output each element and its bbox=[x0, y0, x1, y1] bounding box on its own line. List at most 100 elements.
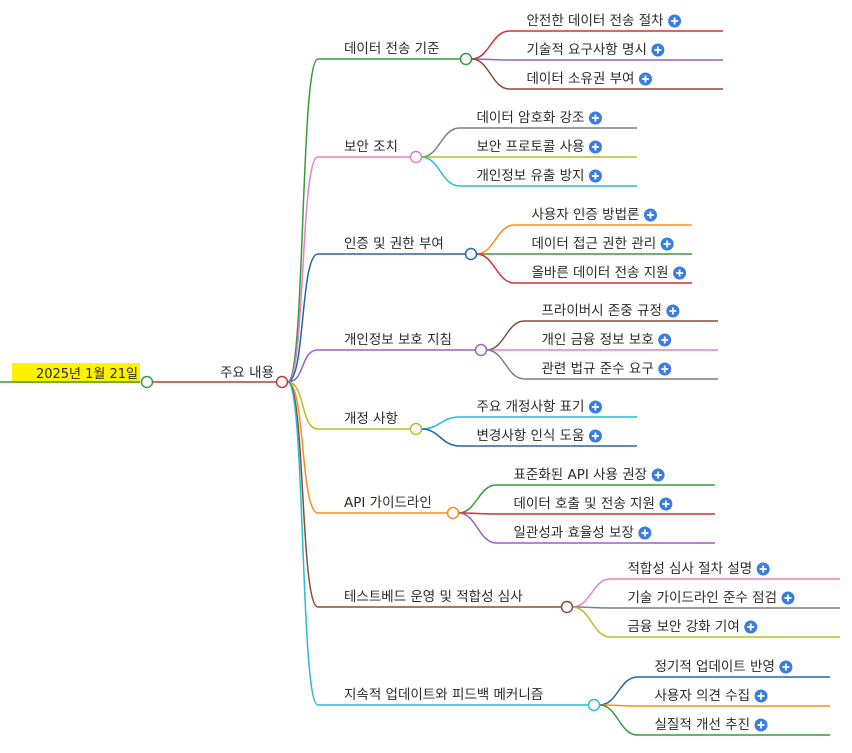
center-collapse-toggle[interactable] bbox=[275, 375, 289, 389]
expand-plus-icon[interactable] bbox=[643, 208, 657, 222]
expand-plus-icon[interactable] bbox=[781, 591, 795, 605]
expand-plus-icon[interactable] bbox=[668, 14, 682, 28]
branch-collapse-toggle[interactable] bbox=[446, 506, 460, 520]
child-node[interactable]: 올바른 데이터 전송 지원 bbox=[532, 265, 687, 281]
branch-node[interactable]: 데이터 전송 기준 bbox=[344, 41, 473, 66]
branch-collapse-toggle[interactable] bbox=[409, 422, 423, 436]
plus-icon-vbar bbox=[643, 529, 646, 537]
child-label: 사용자 인증 방법론 bbox=[532, 207, 640, 223]
expand-plus-icon[interactable] bbox=[638, 72, 652, 86]
child-node[interactable]: 개인정보 유출 방지 bbox=[477, 168, 602, 184]
branch-link bbox=[287, 253, 466, 383]
plus-icon-vbar bbox=[594, 432, 597, 440]
branch-node[interactable]: 보안 조치 bbox=[344, 139, 423, 164]
child-node[interactable]: 프라이버시 존중 규정 bbox=[542, 303, 680, 319]
child-link bbox=[486, 349, 718, 380]
child-link bbox=[421, 428, 637, 447]
branch-label: 개정 사항 bbox=[344, 411, 398, 427]
branch-collapse-toggle[interactable] bbox=[464, 247, 478, 261]
branch-label: 테스트베드 운영 및 적합성 심사 bbox=[344, 589, 523, 605]
root-collapse-toggle[interactable] bbox=[140, 375, 154, 389]
child-link bbox=[486, 320, 718, 351]
branch-label: 보안 조치 bbox=[344, 139, 398, 155]
expand-plus-icon[interactable] bbox=[754, 718, 768, 732]
child-node[interactable]: 주요 개정사항 표기 bbox=[477, 399, 602, 415]
expand-plus-icon[interactable] bbox=[754, 689, 768, 703]
expand-plus-icon[interactable] bbox=[744, 620, 758, 634]
expand-plus-icon[interactable] bbox=[779, 660, 793, 674]
plus-icon-vbar bbox=[594, 143, 597, 151]
child-node[interactable]: 정기적 업데이트 반영 bbox=[655, 659, 793, 675]
branch-link bbox=[286, 58, 461, 383]
child-link bbox=[572, 606, 840, 609]
branch-node[interactable]: 지속적 업데이트와 피드백 메커니즘 bbox=[344, 687, 601, 712]
branch-node[interactable]: 테스트베드 운영 및 적합성 심사 bbox=[344, 589, 574, 614]
child-node[interactable]: 데이터 암호화 강조 bbox=[477, 110, 602, 126]
expand-plus-icon[interactable] bbox=[658, 333, 672, 347]
child-node[interactable]: 적합성 심사 절차 설명 bbox=[628, 561, 770, 577]
branch-collapse-toggle[interactable] bbox=[560, 600, 574, 614]
child-node[interactable]: 안전한 데이터 전송 절차 bbox=[527, 13, 682, 29]
expand-plus-icon[interactable] bbox=[638, 526, 652, 540]
child-link bbox=[471, 58, 723, 90]
child-node[interactable]: 데이터 소유권 부여 bbox=[527, 71, 652, 87]
expand-plus-icon[interactable] bbox=[588, 140, 602, 154]
child-node[interactable]: 데이터 호출 및 전송 지원 bbox=[514, 496, 673, 512]
root-node[interactable]: 2025년 1월 21일 bbox=[0, 363, 154, 389]
plus-icon-vbar bbox=[760, 721, 762, 729]
branch-collapse-toggle[interactable] bbox=[587, 698, 601, 712]
expand-plus-icon[interactable] bbox=[588, 169, 602, 183]
child-node[interactable]: 데이터 접근 권한 관리 bbox=[532, 236, 674, 252]
expand-plus-icon[interactable] bbox=[651, 468, 665, 482]
branch-link bbox=[287, 349, 476, 383]
child-node[interactable]: 기술 가이드라인 준수 점검 bbox=[628, 590, 795, 606]
expand-plus-icon[interactable] bbox=[588, 400, 602, 414]
child-link bbox=[599, 704, 830, 707]
expand-plus-icon[interactable] bbox=[658, 362, 672, 376]
expand-plus-icon[interactable] bbox=[659, 497, 673, 511]
expand-plus-icon[interactable] bbox=[666, 304, 680, 318]
child-node[interactable]: 관련 법규 준수 요구 bbox=[542, 361, 672, 377]
expand-plus-icon[interactable] bbox=[756, 562, 770, 576]
expand-plus-icon[interactable] bbox=[651, 43, 665, 57]
child-label: 금융 보안 강화 기여 bbox=[628, 619, 740, 635]
child-node[interactable]: 실질적 개선 추진 bbox=[655, 717, 768, 733]
expand-plus-icon[interactable] bbox=[660, 237, 674, 251]
child-label: 데이터 호출 및 전송 지원 bbox=[514, 496, 655, 512]
expand-plus-icon[interactable] bbox=[673, 266, 687, 280]
branch-collapse-toggle[interactable] bbox=[459, 52, 473, 66]
branch-node[interactable]: 인증 및 권한 부여 bbox=[344, 236, 478, 261]
child-node[interactable]: 보안 프로토콜 사용 bbox=[477, 139, 602, 155]
child-link bbox=[599, 676, 830, 706]
plus-icon-vbar bbox=[749, 623, 752, 631]
child-label: 사용자 의견 수집 bbox=[655, 688, 751, 704]
child-node[interactable]: 변경사항 인식 도움 bbox=[477, 428, 602, 444]
child-link bbox=[572, 578, 840, 608]
child-node[interactable]: 사용자 의견 수집 bbox=[655, 688, 768, 704]
branch-collapse-toggle[interactable] bbox=[409, 150, 423, 164]
child-node[interactable]: 표준화된 API 사용 권장 bbox=[514, 467, 665, 483]
center-node[interactable]: 주요 내용 bbox=[193, 365, 289, 389]
child-link bbox=[471, 30, 723, 60]
branch-node[interactable]: 개정 사항 bbox=[344, 411, 423, 436]
branch-collapse-toggle[interactable] bbox=[474, 343, 488, 357]
child-label: 주요 개정사항 표기 bbox=[477, 399, 585, 415]
child-node[interactable]: 개인 금융 정보 보호 bbox=[542, 332, 672, 348]
child-node[interactable]: 금융 보안 강화 기여 bbox=[628, 619, 758, 635]
branch-label: 지속적 업데이트와 피드백 메커니즘 bbox=[344, 687, 543, 703]
child-link bbox=[572, 606, 840, 638]
child-label: 개인정보 유출 방지 bbox=[477, 168, 585, 184]
expand-plus-icon[interactable] bbox=[588, 429, 602, 443]
child-node[interactable]: 일관성과 효율성 보장 bbox=[514, 525, 652, 541]
child-node[interactable]: 사용자 인증 방법론 bbox=[532, 207, 657, 223]
child-node[interactable]: 기술적 요구사항 명시 bbox=[527, 42, 665, 58]
plus-icon-vbar bbox=[787, 594, 789, 602]
branch-node[interactable]: API 가이드라인 bbox=[344, 495, 460, 520]
branch-node[interactable]: 개인정보 보호 지침 bbox=[344, 332, 488, 357]
child-label: 적합성 심사 절차 설명 bbox=[628, 561, 753, 577]
child-link bbox=[458, 512, 715, 515]
plus-icon-vbar bbox=[663, 365, 666, 373]
plus-icon-vbar bbox=[664, 500, 667, 508]
expand-plus-icon[interactable] bbox=[588, 111, 602, 125]
branch-link bbox=[286, 156, 411, 383]
